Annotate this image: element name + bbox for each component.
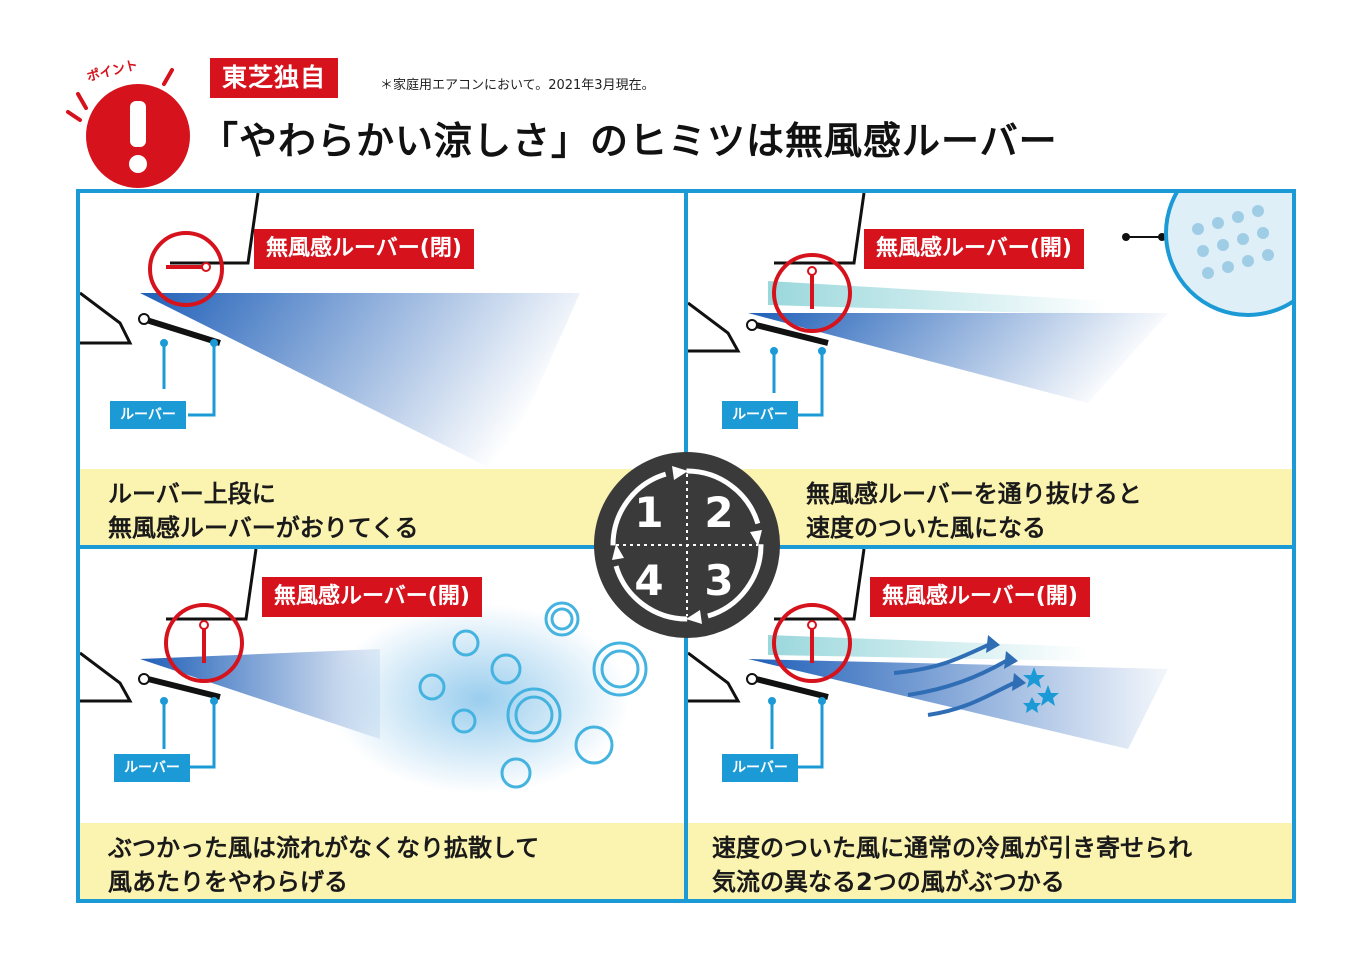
louver-status-tag: 無風感ルーバー(開) xyxy=(870,577,1090,617)
caption-line: ぶつかった風は流れがなくなり拡散して xyxy=(108,834,540,862)
step-number-3: 3 xyxy=(704,556,734,605)
step-2-panel: 無風感ルーバー(開) ルーバー 無風感ルーバーを通り抜けると 速度のついた風にな… xyxy=(688,193,1292,545)
step-2-illustration xyxy=(688,193,1292,417)
step-4-panel: 無風感ルーバー(開) ルーバー ぶつかった風は流れがなくなり拡散して 風あたりを… xyxy=(80,549,684,899)
step-4-caption: ぶつかった風は流れがなくなり拡散して 風あたりをやわらげる xyxy=(80,823,684,899)
step-3-caption: 速度のついた風に通常の冷風が引き寄せられ 気流の異なる2つの風がぶつかる xyxy=(688,823,1292,899)
caption-line: ルーバー上段に xyxy=(108,480,276,508)
caption-line: 速度のついた風になる xyxy=(806,514,1046,542)
caption-line: 風あたりをやわらげる xyxy=(108,868,348,896)
diagram-frame xyxy=(76,189,1296,903)
footnote: ＊家庭用エアコンにおいて。2021年3月現在。 xyxy=(380,78,655,93)
step-1-caption: ルーバー上段に 無風感ルーバーがおりてくる xyxy=(80,469,684,545)
step-4-illustration xyxy=(80,549,648,794)
step-3-panel: 無風感ルーバー(開) ルーバー 速度のついた風に通常の冷風が引き寄せられ 気流の… xyxy=(688,549,1292,899)
caption-line: 気流の異なる2つの風がぶつかる xyxy=(712,868,1065,896)
step-number-4: 4 xyxy=(634,556,664,605)
cycle-arrows-icon xyxy=(594,452,780,638)
louver-label: ルーバー xyxy=(722,754,798,782)
louver-status-tag: 無風感ルーバー(閉) xyxy=(254,229,474,269)
step-3-illustration xyxy=(688,549,1168,769)
caption-line: 速度のついた風に通常の冷風が引き寄せられ xyxy=(712,834,1192,862)
step-1-illustration xyxy=(80,193,580,473)
step-2-caption: 無風感ルーバーを通り抜けると 速度のついた風になる xyxy=(688,469,1292,545)
collision-sparkles xyxy=(1023,667,1059,713)
step-cycle-disc: 1 2 3 4 xyxy=(592,450,782,640)
louver-label: ルーバー xyxy=(722,401,798,429)
caption-line: 無風感ルーバーがおりてくる xyxy=(108,514,419,542)
louver-label: ルーバー xyxy=(114,754,190,782)
louver-status-tag: 無風感ルーバー(開) xyxy=(864,229,1084,269)
toshiba-original-badge: 東芝独自 xyxy=(210,58,339,98)
header: ポイント 東芝独自 ＊家庭用エアコンにおいて。2021年3月現在。 「やわらかい… xyxy=(0,0,1360,190)
page-title: 「やわらかい涼しさ」のヒミツは無風感ルーバー xyxy=(200,119,1058,163)
caption-line: 無風感ルーバーを通り抜けると xyxy=(806,480,1142,508)
louver-status-tag: 無風感ルーバー(開) xyxy=(262,577,482,617)
louver-label: ルーバー xyxy=(110,401,186,429)
step-1-panel: 無風感ルーバー(閉) ルーバー ルーバー上段に 無風感ルーバーがおりてくる xyxy=(80,193,684,545)
step-number-1: 1 xyxy=(634,488,664,537)
point-exclamation-icon xyxy=(66,68,190,188)
airflow-arrows xyxy=(893,643,1015,717)
step-number-2: 2 xyxy=(704,488,734,537)
